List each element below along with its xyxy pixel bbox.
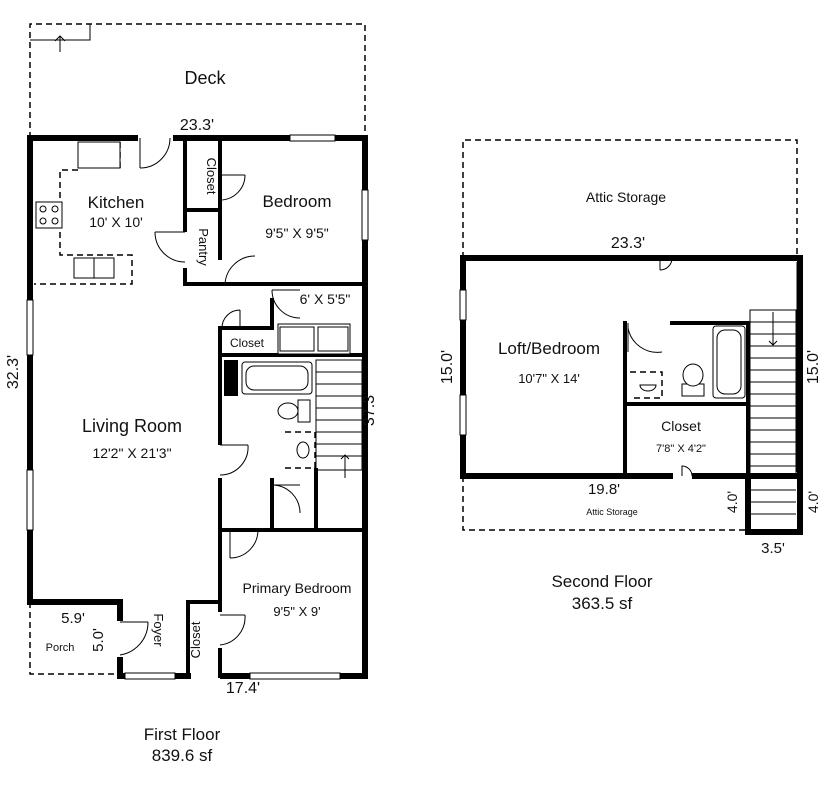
room-size-loft: 10'7" X 14' (518, 371, 580, 386)
second-floor-title: Second Floor (551, 572, 652, 591)
room-label-living: Living Room (82, 416, 182, 436)
room-size-kitchen: 10' X 10' (89, 214, 143, 230)
room-label-closet-top: Closet (204, 158, 219, 195)
dimension-step-left: 4.0' (724, 491, 740, 513)
toilet-tank (297, 399, 311, 423)
dimension-bath: 6' X 5'5" (300, 291, 351, 307)
door-closet-mid (221, 309, 241, 329)
door-attic (659, 257, 673, 271)
room-label-pantry: Pantry (196, 228, 211, 266)
room-label-attic-top: Attic Storage (586, 189, 666, 205)
primary-bedroom-wall (186, 528, 367, 678)
door-bedroom (224, 255, 256, 285)
stairs-second-floor (749, 309, 797, 515)
attic-storage-top-outline (462, 139, 798, 258)
toilet-icon (277, 402, 299, 420)
second-bath-sink-counter (630, 371, 663, 399)
burner (51, 217, 59, 225)
stove-icon (35, 201, 63, 229)
first-floor-exterior-wall (27, 135, 368, 679)
door-primary (229, 529, 259, 559)
bathtub-inner (716, 329, 742, 395)
window (289, 134, 336, 142)
dimension-top: 23.3' (180, 117, 214, 134)
sink-basin-icon (296, 441, 310, 459)
room-label-deck: Deck (184, 68, 226, 88)
dimension-right: 37.3' (361, 392, 378, 426)
window (459, 289, 467, 321)
room-label-foyer: Foyer (151, 613, 166, 647)
porch-outline (29, 602, 120, 675)
second-sink-icon (639, 384, 657, 392)
dimension-porch-height: 5.0' (90, 628, 107, 652)
dimension-porch-width: 5.9' (61, 610, 85, 627)
room-label-bedroom: Bedroom (263, 192, 332, 211)
room-size-bedroom: 9'5" X 9'5" (265, 225, 329, 241)
dimension-second-top: 23.3' (611, 235, 645, 252)
window (124, 672, 176, 680)
deck-stair-corner (30, 24, 91, 41)
window (249, 672, 341, 680)
door-closet (681, 465, 693, 477)
door-primary-closet (219, 614, 246, 646)
down-arrow-icon (768, 312, 778, 346)
bathtub-icon (241, 361, 313, 395)
stairs-first-floor (315, 359, 363, 478)
dimension-stair-width: 3.5' (761, 540, 785, 557)
burner (39, 205, 47, 213)
bathtub-icon (712, 325, 746, 399)
second-floor-plan: Attic Storage 23.3' Loft/Bedroom 10'7" X… (439, 139, 822, 613)
first-floor-title: First Floor (144, 725, 221, 744)
door-hall-closet (271, 484, 301, 514)
room-label-closet-primary: Closet (188, 621, 203, 658)
kitchen-closet-wall (183, 136, 222, 286)
dimension-second-left: 15.0' (439, 350, 456, 384)
first-floor-plan: Deck 23.3' Kitchen 10' X 10' Bedroom 9'5… (5, 23, 378, 765)
burner (39, 217, 47, 225)
toilet-icon (682, 363, 704, 387)
room-size-living: 12'2" X 21'3" (92, 445, 171, 461)
room-label-primary-bedroom: Primary Bedroom (243, 580, 352, 596)
window (459, 394, 467, 436)
bathtub-inner (245, 365, 309, 391)
dimension-step-right: 4.0' (805, 491, 821, 513)
bath-walls (218, 298, 274, 532)
deck-arrow-icon (54, 35, 66, 52)
first-floor-area: 839.6 sf (152, 746, 213, 765)
dimension-second-right: 15.0' (805, 350, 822, 384)
window (26, 469, 34, 531)
dimension-second-bottom: 19.8' (588, 481, 620, 498)
dimension-left: 32.3' (5, 355, 22, 389)
room-label-closet-second: Closet (661, 418, 701, 434)
room-size-primary-bedroom: 9'5" X 9' (273, 604, 320, 619)
room-label-kitchen: Kitchen (88, 193, 145, 212)
room-label-attic-bottom: Attic Storage (586, 507, 638, 517)
room-label-porch: Porch (46, 642, 75, 654)
window (361, 189, 369, 241)
bath-sink-counter (285, 431, 316, 469)
water-heater (224, 360, 238, 396)
door-pantry (154, 231, 186, 263)
door-deck (139, 137, 171, 169)
refrigerator (77, 141, 121, 169)
door-second-bath (627, 323, 663, 353)
room-size-closet-second: 7'8" X 4'2" (656, 443, 706, 455)
sink-icon (279, 326, 315, 352)
dimension-bottom: 17.4' (226, 680, 260, 697)
washer-icon (317, 326, 349, 352)
attic-storage-bottom-outline (462, 476, 748, 531)
room-label-loft: Loft/Bedroom (498, 339, 600, 358)
door-foyer (119, 621, 149, 656)
door-closet-top (219, 174, 246, 201)
door-bath (271, 289, 301, 319)
window (26, 299, 34, 356)
deck-outline (29, 23, 366, 138)
door-bath-lower (219, 444, 249, 476)
burner (51, 205, 59, 213)
second-floor-area: 363.5 sf (572, 594, 633, 613)
room-label-closet-mid: Closet (230, 336, 265, 350)
